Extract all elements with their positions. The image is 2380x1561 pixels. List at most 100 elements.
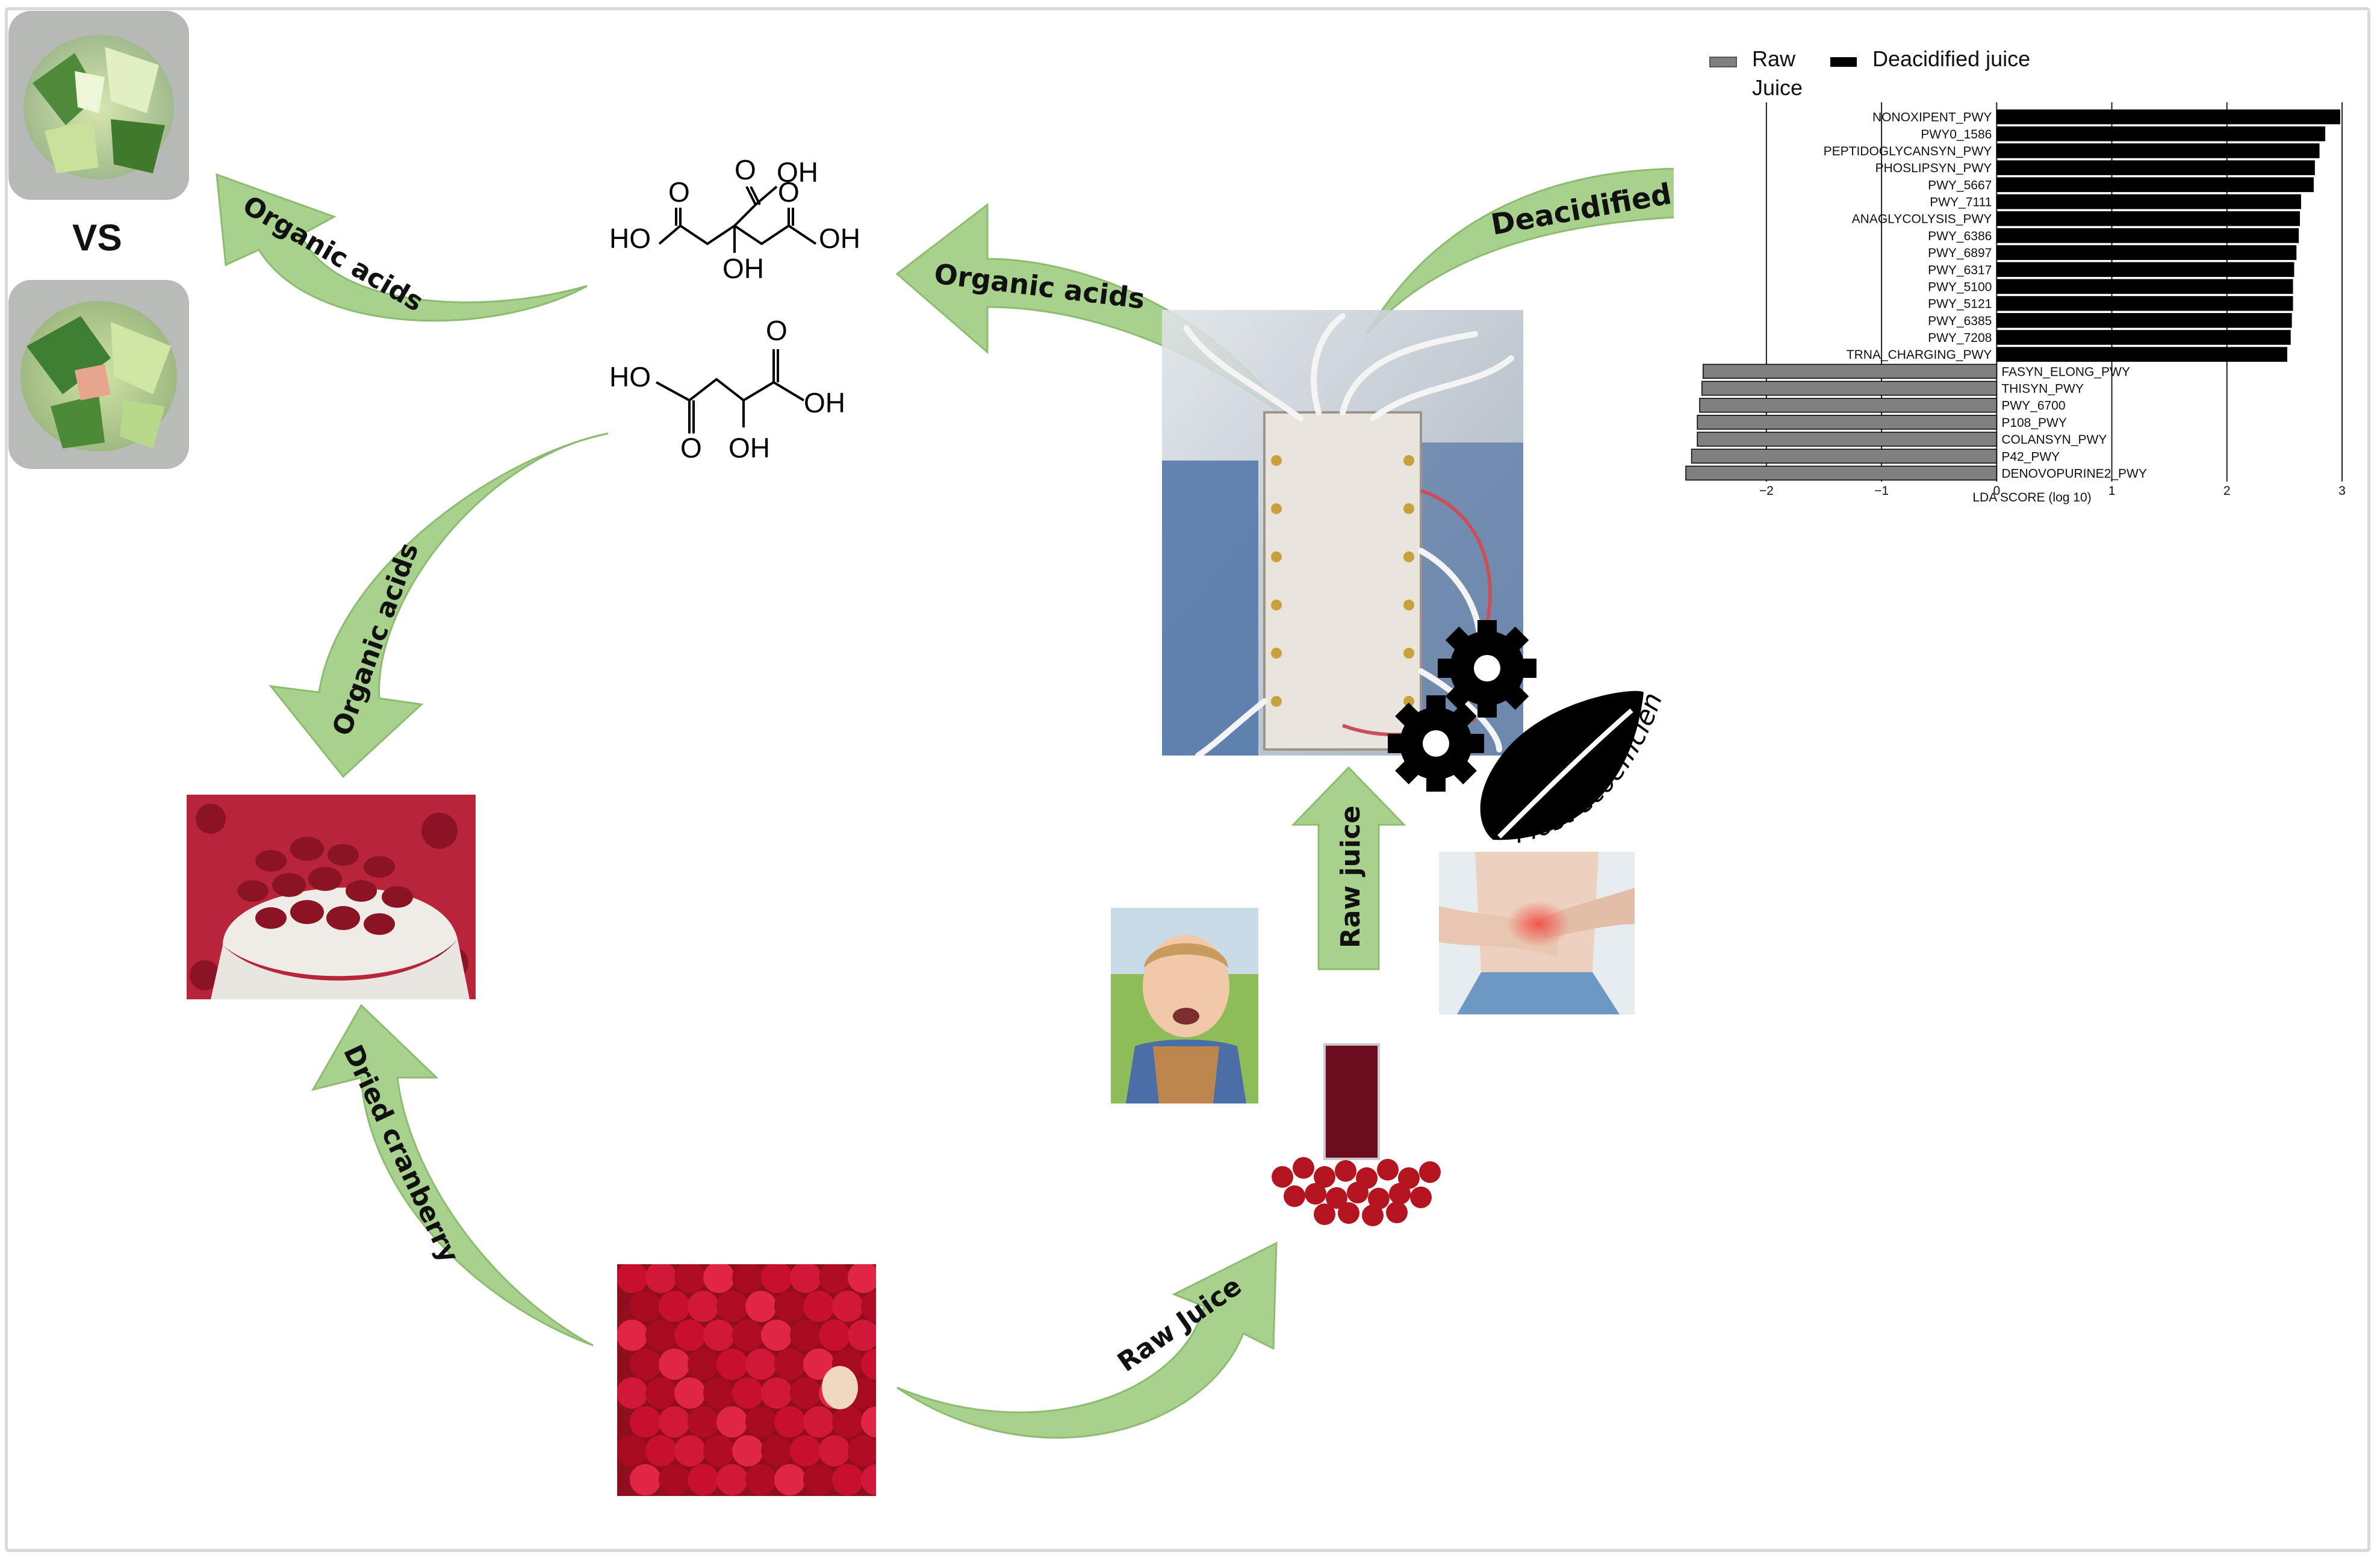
citric-oh-right: OH bbox=[819, 223, 860, 254]
cranberry bbox=[761, 1377, 792, 1409]
x-tick-label: −1 bbox=[1874, 484, 1889, 498]
cranberry bbox=[688, 1291, 719, 1322]
cranberry bbox=[617, 1264, 648, 1293]
cranberry bbox=[703, 1320, 735, 1351]
x-axis-label: LDA SCORE (log 10) bbox=[1972, 491, 2091, 504]
outer-frame bbox=[5, 7, 2370, 1552]
cranberry bbox=[674, 1377, 706, 1409]
cranberry bbox=[645, 1320, 677, 1351]
svg-text:Most ecoefficient conditions: Most ecoefficient conditions bbox=[1493, 680, 1668, 849]
cranberry bbox=[803, 1406, 834, 1438]
cranberry bbox=[848, 1435, 876, 1466]
dried-cranberry-arrow bbox=[311, 1004, 594, 1347]
bar-peptidoglycansyn-pwy bbox=[1996, 143, 2320, 158]
cranberry bbox=[617, 1320, 648, 1351]
bar-pwy-7111 bbox=[1996, 194, 2301, 209]
citric-oh-top: OH bbox=[777, 157, 818, 188]
electrodialysis-apparatus-photo bbox=[1162, 310, 1523, 756]
cranberry bbox=[745, 1464, 777, 1495]
bar-anaglycolysis-pwy bbox=[1996, 211, 2300, 226]
cranberry bbox=[861, 1291, 876, 1322]
raw-juice-arrow-up bbox=[1291, 766, 1406, 970]
lettuce-photo-bottom bbox=[8, 280, 189, 469]
bar-trna-charging-pwy bbox=[1996, 347, 2287, 362]
cranberry bbox=[630, 1464, 661, 1495]
cranberry bbox=[645, 1377, 677, 1409]
citric-o-left: O bbox=[668, 176, 690, 208]
x-tick-label: 0 bbox=[1993, 484, 2000, 498]
bar-pwy-6317 bbox=[1996, 262, 2295, 278]
citric-o-top: O bbox=[735, 154, 756, 185]
lda-chart: Raw Juice Deacidified juice NONOXIPENT_P… bbox=[1674, 24, 2354, 524]
malic-o-top: O bbox=[766, 315, 788, 346]
bar-pwy-6700 bbox=[1699, 397, 1998, 413]
bar-pwy-5667 bbox=[1996, 177, 2314, 193]
legend-label-raw-line1: Raw bbox=[1752, 46, 1796, 71]
cranberry bbox=[659, 1291, 690, 1322]
cranberry bbox=[761, 1264, 792, 1293]
eco-icon-group bbox=[1388, 620, 1644, 840]
cranberry bbox=[848, 1264, 876, 1293]
bar-label: PWY_7208 bbox=[1928, 331, 1992, 345]
bar-p42-pwy bbox=[1691, 448, 1998, 464]
x-tick-label: 1 bbox=[2108, 484, 2116, 498]
malic-oh-bottom: OH bbox=[729, 432, 770, 464]
cranberry bbox=[761, 1435, 792, 1466]
legend-label-raw-line2: Juice bbox=[1752, 75, 1803, 100]
cranberry bbox=[645, 1435, 677, 1466]
bar-label: PEPTIDOGLYCANSYN_PWY bbox=[1824, 144, 1992, 158]
cranberry bbox=[630, 1348, 661, 1380]
bar-phoslipsyn-pwy bbox=[1996, 160, 2315, 175]
cranberry bbox=[774, 1291, 806, 1322]
cranberry bbox=[745, 1291, 777, 1322]
chart-legend: Raw Juice Deacidified juice bbox=[1709, 46, 2030, 100]
cranberry bbox=[688, 1406, 719, 1438]
bar-label: PWY_6385 bbox=[1928, 314, 1992, 328]
cranberry-juice-photo bbox=[1258, 1038, 1451, 1231]
bar-label: TRNA_CHARGING_PWY bbox=[1847, 348, 1992, 362]
bar-label: PWY0_1586 bbox=[1921, 128, 1992, 141]
cranberry bbox=[774, 1464, 806, 1495]
cranberry bbox=[819, 1435, 850, 1466]
cranberry bbox=[617, 1377, 648, 1409]
crying-child-photo bbox=[1111, 908, 1258, 1103]
x-tick-label: −2 bbox=[1759, 484, 1774, 498]
vs-label: VS bbox=[72, 217, 122, 259]
malic-oh-right: OH bbox=[804, 387, 845, 418]
cranberry bbox=[703, 1264, 735, 1293]
cranberry bbox=[732, 1435, 763, 1466]
bar-pwy0-1586 bbox=[1996, 126, 2326, 141]
cranberry bbox=[659, 1348, 690, 1380]
legend-swatch-raw bbox=[1709, 57, 1737, 67]
legend-swatch-deacidified bbox=[1830, 57, 1857, 67]
bar-label: PWY_6386 bbox=[1928, 229, 1992, 243]
fresh-cranberries-photo bbox=[617, 1264, 876, 1496]
cranberry bbox=[630, 1291, 661, 1322]
bar-label: P108_PWY bbox=[2001, 416, 2067, 430]
cranberry bbox=[745, 1348, 777, 1380]
gear-icon-small bbox=[1388, 695, 1484, 792]
cranberry bbox=[774, 1348, 806, 1380]
bar-pwy-5121 bbox=[1996, 296, 2293, 311]
cranberry bbox=[819, 1264, 850, 1293]
bar-colansyn-pwy bbox=[1697, 432, 1998, 447]
cranberry bbox=[703, 1377, 735, 1409]
cranberry bbox=[659, 1464, 690, 1495]
x-tick-label: 2 bbox=[2223, 484, 2231, 498]
bar-pwy-5100 bbox=[1996, 279, 2293, 294]
bar-pwy-6385 bbox=[1996, 312, 2292, 328]
cranberry bbox=[659, 1406, 690, 1438]
organic-acids-arrow-left bbox=[216, 173, 588, 322]
cranberry bbox=[803, 1348, 834, 1380]
cranberry bbox=[688, 1464, 719, 1495]
cranberry bbox=[617, 1435, 648, 1466]
citric-acid-structure: HO O O O OH OH OH bbox=[609, 154, 860, 284]
cranberry bbox=[803, 1464, 834, 1495]
cranberry bbox=[674, 1320, 706, 1351]
malic-acid-structure: HO O OH O OH bbox=[609, 315, 845, 464]
cranberry bbox=[703, 1435, 735, 1466]
cranberry bbox=[832, 1291, 863, 1322]
cranberry bbox=[674, 1264, 706, 1293]
bar-denovopurine2-pwy bbox=[1685, 465, 1998, 481]
